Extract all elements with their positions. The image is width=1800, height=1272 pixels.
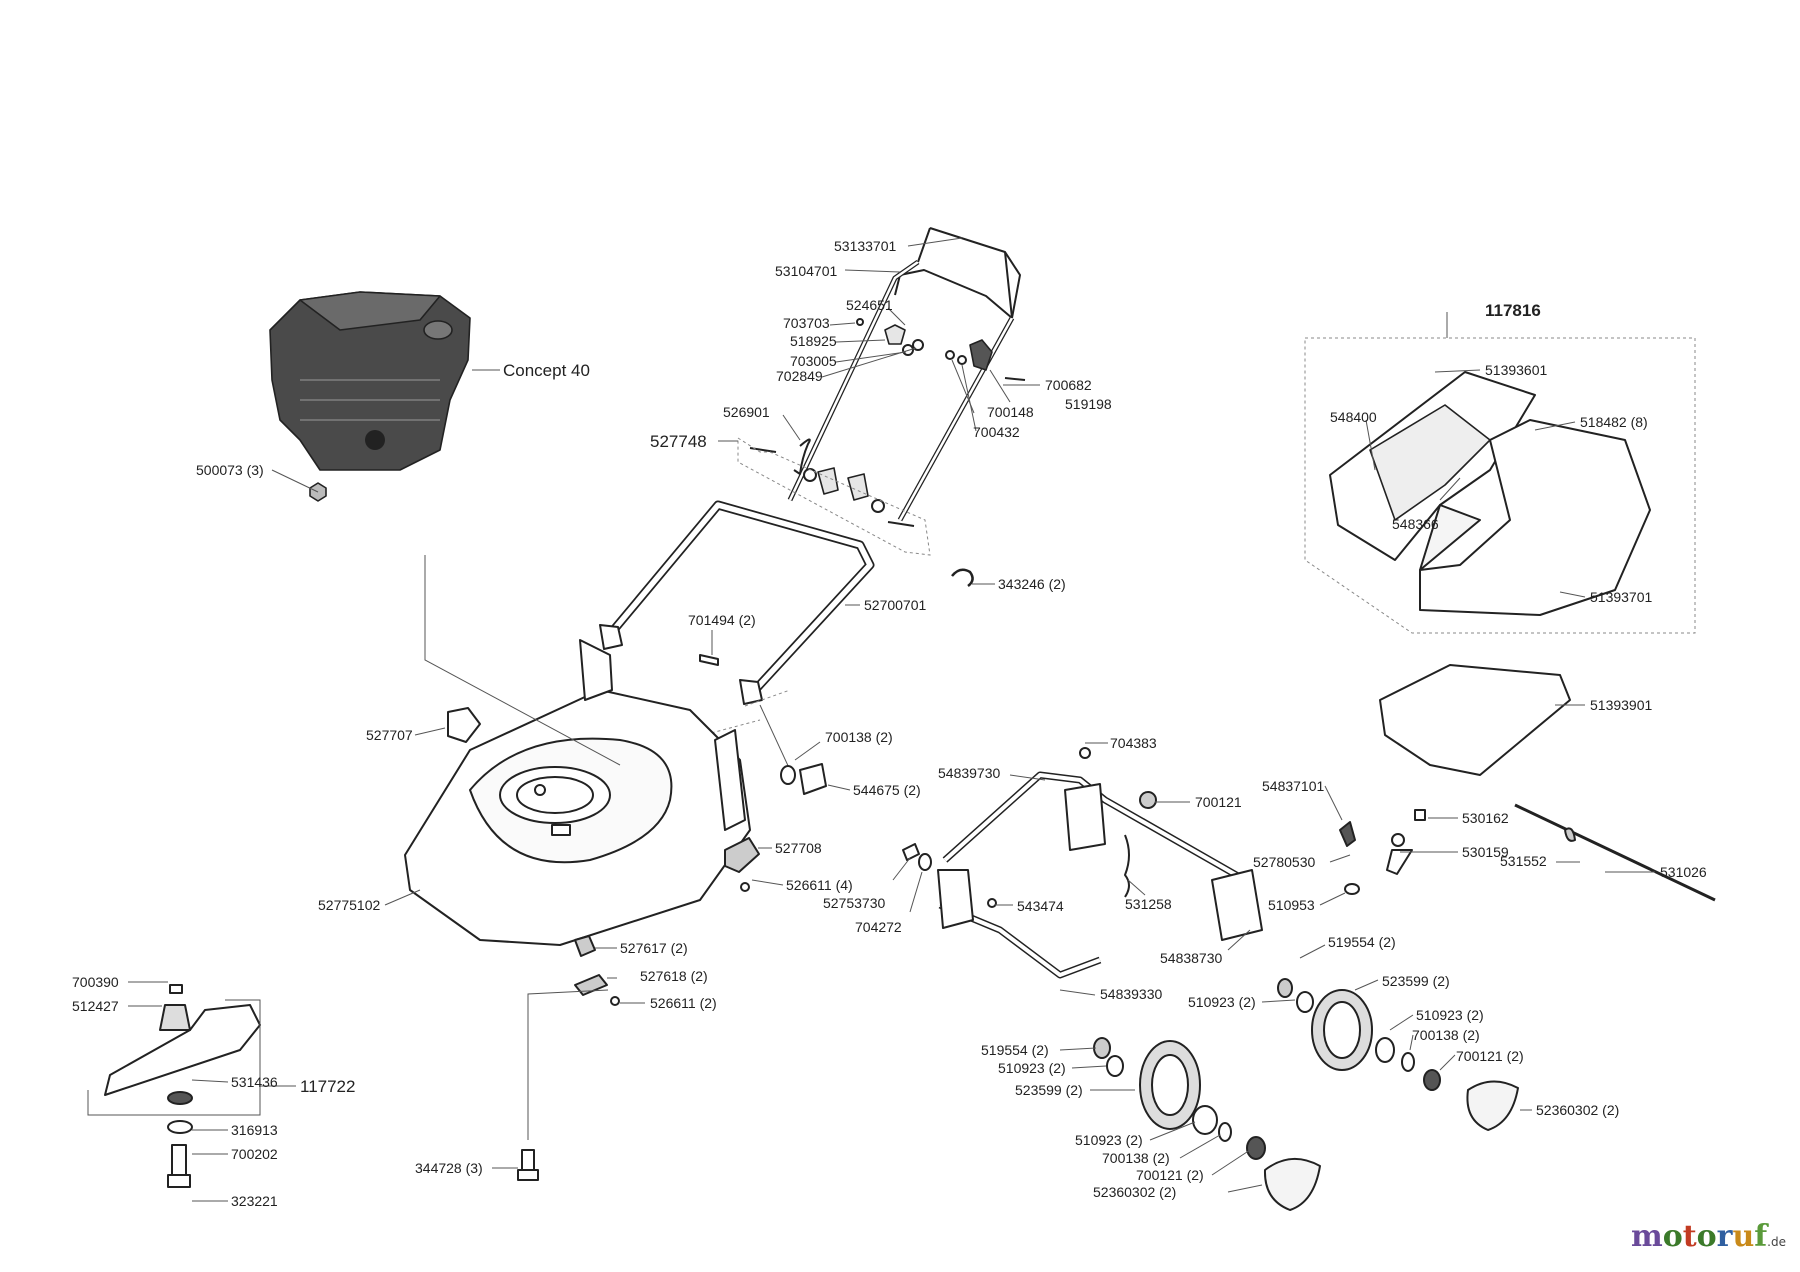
label-526901: 526901	[723, 404, 770, 420]
label-343246: 343246 (2)	[998, 576, 1066, 592]
label-510923d: 510923 (2)	[1416, 1007, 1484, 1023]
label-700202: 700202	[231, 1146, 278, 1162]
upper-handle-drawing	[749, 227, 1026, 527]
label-527618: 527618 (2)	[640, 968, 708, 984]
label-700121c: 700121 (2)	[1456, 1048, 1524, 1064]
label-530159: 530159	[1462, 844, 1509, 860]
label-530162: 530162	[1462, 810, 1509, 826]
label-323221: 323221	[231, 1193, 278, 1209]
label-700432: 700432	[973, 424, 1020, 440]
motoruf-logo: motoruf.de	[1631, 1219, 1786, 1254]
wheel-left-drawing	[1093, 1037, 1321, 1211]
label-518925: 518925	[790, 333, 837, 349]
label-548366: 548366	[1392, 516, 1439, 532]
rear-axle-drawing	[902, 747, 1716, 979]
label-518482: 518482 (8)	[1580, 414, 1648, 430]
label-700390: 700390	[72, 974, 119, 990]
label-519554a: 519554 (2)	[981, 1042, 1049, 1058]
label-524651: 524651	[846, 297, 893, 313]
label-700138a: 700138 (2)	[825, 729, 893, 745]
label-512427: 512427	[72, 998, 119, 1014]
label-527707: 527707	[366, 727, 413, 743]
label-701494: 701494 (2)	[688, 612, 756, 628]
label-52775102: 52775102	[318, 897, 381, 913]
label-700121b: 700121 (2)	[1136, 1167, 1204, 1183]
label-526611b: 526611 (2)	[650, 995, 717, 1011]
wheel-right-drawing	[1277, 978, 1519, 1131]
label-344728: 344728 (3)	[415, 1160, 483, 1176]
label-544675: 544675 (2)	[853, 782, 921, 798]
label-704383: 704383	[1110, 735, 1157, 751]
label-700682: 700682	[1045, 377, 1092, 393]
label-523599b: 523599 (2)	[1382, 973, 1450, 989]
label-54839730: 54839730	[938, 765, 1001, 781]
label-117816: 117816	[1485, 301, 1541, 320]
label-519198: 519198	[1065, 396, 1112, 412]
label-500073: 500073 (3)	[196, 462, 264, 478]
label-527708: 527708	[775, 840, 822, 856]
label-53133701: 53133701	[834, 238, 897, 254]
label-510923a: 510923 (2)	[998, 1060, 1066, 1076]
label-531026: 531026	[1660, 864, 1707, 880]
label-316913: 316913	[231, 1122, 278, 1138]
label-54837101: 54837101	[1262, 778, 1325, 794]
label-703703: 703703	[783, 315, 830, 331]
label-703005: 703005	[790, 353, 837, 369]
label-51393901: 51393901	[1590, 697, 1653, 713]
label-54839330: 54839330	[1100, 986, 1163, 1002]
label-519554b: 519554 (2)	[1328, 934, 1396, 950]
label-704272: 704272	[855, 919, 902, 935]
label-543474: 543474	[1017, 898, 1064, 914]
label-531258: 531258	[1125, 896, 1172, 912]
mower-deck-drawing	[404, 639, 751, 946]
label-548400: 548400	[1330, 409, 1377, 425]
lower-handle-drawing	[599, 500, 875, 705]
label-510953: 510953	[1268, 897, 1315, 913]
label-52360302a: 52360302 (2)	[1093, 1184, 1176, 1200]
label-51393701: 51393701	[1590, 589, 1653, 605]
label-52360302b: 52360302 (2)	[1536, 1102, 1619, 1118]
label-700148: 700148	[987, 404, 1034, 420]
label-702849: 702849	[776, 368, 823, 384]
label-52700701: 52700701	[864, 597, 927, 613]
label-700121a: 700121	[1195, 794, 1242, 810]
label-700138b: 700138 (2)	[1102, 1150, 1170, 1166]
label-52780530: 52780530	[1253, 854, 1316, 870]
label-531552: 531552	[1500, 853, 1547, 869]
label-531436: 531436	[231, 1074, 278, 1090]
label-510923c: 510923 (2)	[1188, 994, 1256, 1010]
blade-assembly-drawing	[104, 984, 261, 1188]
label-527748: 527748	[650, 432, 707, 451]
engine-drawing	[269, 291, 471, 502]
label-527617: 527617 (2)	[620, 940, 688, 956]
label-54838730: 54838730	[1160, 950, 1223, 966]
label-51393601: 51393601	[1485, 362, 1548, 378]
label-526611a: 526611 (4)	[786, 877, 853, 893]
label-510923b: 510923 (2)	[1075, 1132, 1143, 1148]
label-concept40: Concept 40	[503, 361, 590, 380]
label-53104701: 53104701	[775, 263, 838, 279]
label-117722: 117722	[300, 1077, 355, 1096]
label-523599a: 523599 (2)	[1015, 1082, 1083, 1098]
label-700138c: 700138 (2)	[1412, 1027, 1480, 1043]
label-52753730: 52753730	[823, 895, 886, 911]
grass-catcher-drawing	[1329, 371, 1651, 776]
